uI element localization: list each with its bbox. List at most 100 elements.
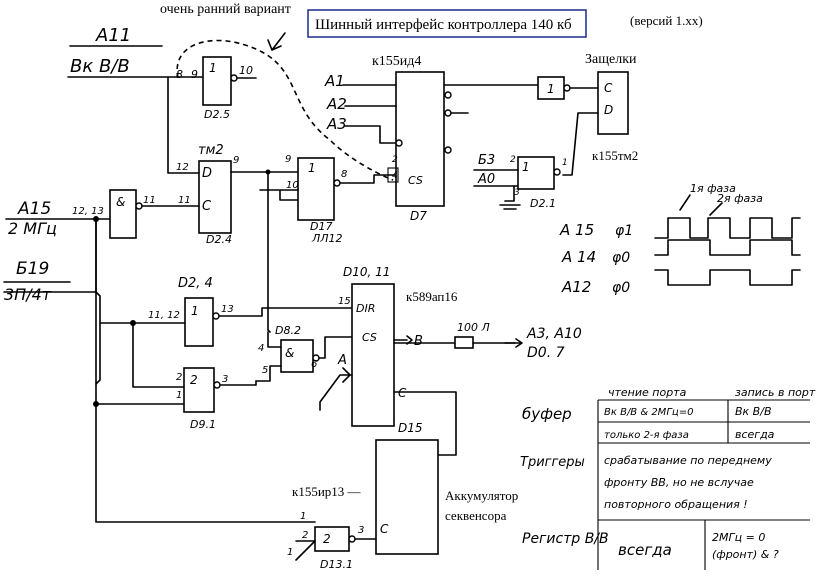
- chip-type-ap16: к589ап16: [406, 289, 458, 304]
- signal-a11: A11: [95, 25, 131, 46]
- timing-waveforms: [654, 217, 801, 286]
- wire-d131: [295, 538, 377, 561]
- pin-13: 13: [221, 304, 234, 315]
- wire-d21-in: [473, 169, 519, 187]
- wire-tm2-q-down: [267, 171, 271, 333]
- chip-type-tm2: тм2: [198, 143, 224, 158]
- inverter-bubble: [230, 74, 238, 82]
- timing-phi-a15: φ1: [615, 223, 633, 239]
- chip-ref-d24: D2.4: [206, 233, 232, 246]
- pin-8b: 8: [341, 169, 347, 180]
- inverter-bubble: [135, 202, 143, 210]
- table-col2-head: запись в порт: [735, 386, 816, 399]
- gate-d21-func: 1: [522, 160, 530, 174]
- wire-clock-bus: [95, 218, 316, 523]
- wire-d82-cs: [318, 336, 353, 359]
- pin-3: 3: [514, 188, 520, 198]
- table-buffer-c1r1: Вк В/В & 2МГц=0: [604, 407, 693, 418]
- pin-8: 8: [176, 68, 183, 81]
- register-c-pin: C: [380, 522, 389, 536]
- resistor: [454, 336, 474, 349]
- pin-3c: 3: [222, 374, 228, 385]
- pin-9c: 9: [285, 154, 291, 165]
- signal-a15: A15: [17, 199, 51, 219]
- table-buffer-c1r2: только 2-я фаза: [604, 430, 689, 441]
- flipflop-d24: [198, 160, 232, 234]
- wire-d17-in: [259, 189, 299, 201]
- signal-a1: A1: [324, 72, 345, 90]
- gate-buffer-func: 1: [547, 82, 555, 96]
- junction: [265, 169, 271, 175]
- waveform-a14-upper: [654, 239, 801, 256]
- timing-label-a15: А 15: [559, 221, 594, 239]
- wire-d24b-dir: [218, 307, 353, 317]
- transceiver-d1011: [351, 283, 395, 427]
- wire-d25-to-tm2: [167, 76, 201, 174]
- pin-1213: 12, 13: [72, 206, 104, 217]
- table-grid: [597, 399, 810, 570]
- pin-2c: 2: [176, 372, 182, 383]
- pin-5: 5: [262, 365, 268, 376]
- inverter-bubble: [212, 312, 220, 320]
- chip-ref-d17: D17: [310, 220, 332, 233]
- decoder-d7: [395, 71, 445, 207]
- accumulator-line2: секвенсора: [445, 508, 507, 523]
- pin-10b: 10: [286, 180, 299, 191]
- inverter-bubble: [444, 109, 452, 117]
- signal-3p4t: 3П/4т: [4, 285, 52, 304]
- waveform-a14-lower: [654, 269, 801, 286]
- inverter-bubble: [563, 84, 571, 92]
- chip-type-tm2-right: к155тм2: [592, 148, 638, 163]
- gate-d25: [202, 56, 232, 106]
- inverter-bubble: [553, 168, 561, 176]
- signal-b3: Б3: [478, 153, 495, 168]
- signal-b19: Б19: [16, 259, 49, 279]
- gate-d131-func: 2: [323, 532, 331, 546]
- table-register-c2-l1: 2МГц = 0: [712, 531, 765, 544]
- inverter-bubble: [333, 179, 341, 187]
- gate-d24b: [184, 297, 214, 347]
- bus-data: D0. 7: [527, 345, 565, 361]
- decoder-cs: CS: [408, 174, 423, 187]
- gate-d91: [183, 367, 215, 413]
- early-version-note: очень ранний вариант: [160, 2, 291, 17]
- pin-1c: 1: [176, 390, 182, 401]
- timing-arrows: [679, 194, 723, 216]
- pin-10: 10: [239, 64, 253, 77]
- chip-ref-d82: D8.2: [275, 324, 301, 337]
- pin-1d: 1: [300, 511, 306, 522]
- table-register-c1: всегда: [618, 541, 672, 559]
- pin-11: 11: [178, 195, 191, 206]
- inverter-bubble: [444, 91, 452, 99]
- wire-d91-out: [219, 380, 257, 386]
- behaviour-table: [597, 399, 810, 570]
- pin-9: 9: [191, 68, 198, 81]
- gate-d17: [297, 157, 335, 221]
- inverter-bubble: [348, 535, 356, 543]
- chip-ref-ll12: ЛЛ12: [311, 232, 343, 245]
- wire-latch-d: [562, 112, 599, 176]
- latch-flipflop: [597, 71, 629, 135]
- table-row-trigger: Триггеры: [520, 455, 585, 470]
- ff-d-pin: D: [202, 166, 212, 181]
- decoder-cs-pin: [387, 167, 399, 183]
- table-trigger-l1: срабатывание по переднему: [604, 454, 772, 467]
- signal-a0: А0: [477, 172, 495, 187]
- timing-phase2-note: 2я фаза: [717, 192, 763, 205]
- bus-address: А3, А10: [526, 326, 582, 342]
- pin-1e: 1: [287, 547, 293, 558]
- pin-2: 2: [392, 155, 398, 165]
- resistor-label: 100 Л: [457, 321, 490, 334]
- transceiver-cs: CS: [362, 331, 377, 344]
- timing-label-a14: А 14: [561, 248, 596, 266]
- inverter-bubble: [444, 146, 452, 154]
- page-title: Шинный интерфейс контроллера 140 кб: [315, 17, 572, 33]
- chip-ref-d91: D9.1: [190, 418, 216, 431]
- wire-to-d91-in: [132, 322, 185, 388]
- pin-15: 15: [338, 296, 351, 307]
- transceiver-b-label: В: [414, 334, 423, 349]
- chip-ref-d24b: D2, 4: [178, 276, 213, 291]
- junction: [93, 401, 99, 407]
- transceiver-a-arrow: [319, 367, 353, 411]
- latch-c-pin: С: [604, 81, 613, 95]
